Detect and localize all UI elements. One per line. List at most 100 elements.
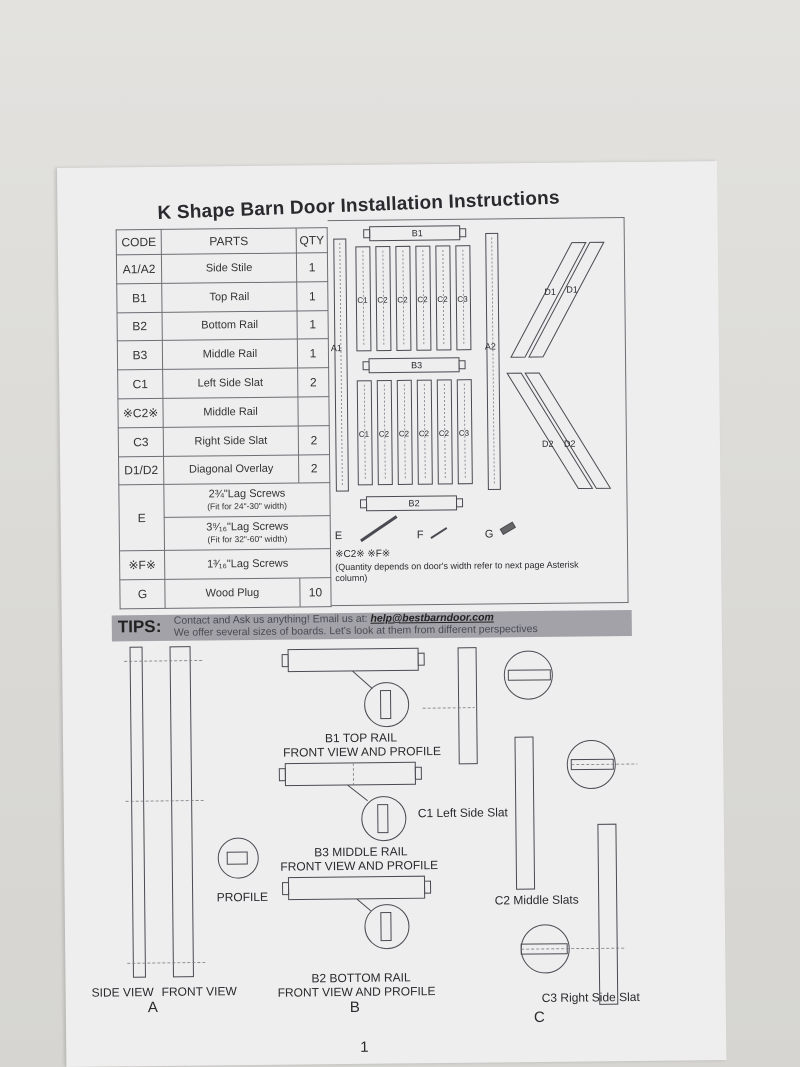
table-row: B1 Top Rail 1 — [116, 281, 329, 313]
diagonal-d2-shape — [506, 372, 594, 490]
diagram-label-d1: D1 — [544, 287, 556, 297]
stile-a2-shape — [485, 232, 501, 491]
section-c-label: C — [533, 1008, 545, 1027]
table-row: ※C2※ Middle Rail — [117, 396, 330, 428]
row-qty: 2 — [298, 454, 330, 484]
diagram-label-a1: A1 — [331, 343, 342, 353]
slat-c1-shape — [457, 647, 478, 765]
row-code: B2 — [117, 312, 163, 342]
stile-profile-circle — [217, 837, 259, 879]
diagram-label-c2: C2 — [419, 429, 430, 438]
row-qty: 2 — [297, 367, 329, 397]
row-code: A1/A2 — [116, 254, 162, 284]
profile-label: PROFILE — [216, 889, 269, 905]
screw-size-1-label: 2¾"Lag Screws — [208, 488, 286, 501]
exploded-door-diagram: B1 B3 B2 A1 A2 C1 C2 C2 C2 C2 C3 C1 C2 C… — [331, 225, 612, 583]
stile-a1-shape — [333, 238, 349, 492]
row-code: E — [118, 484, 165, 552]
tips-line-2: We offer several sizes of boards. Let's … — [173, 622, 538, 639]
b2-title-label: B2 BOTTOM RAIL — [311, 970, 411, 986]
screw-size-2-label: 3⁹⁄₁₆"Lag Screws — [206, 520, 289, 534]
diagram-label-a2: A2 — [485, 341, 496, 351]
slat-c3-shape — [597, 823, 619, 1005]
row-code: ※C2※ — [117, 398, 164, 428]
quantity-note-line-2: column) — [335, 573, 367, 583]
diagram-label-d1: D1 — [566, 285, 578, 295]
diagram-label-e: E — [335, 530, 342, 542]
diagram-label-c1: C1 — [357, 296, 368, 305]
stile-side-view-shape — [129, 646, 146, 978]
diagram-label-g: G — [485, 528, 494, 540]
table-row: C1 Left Side Slat 2 — [117, 367, 329, 399]
stile-front-view-shape — [169, 646, 194, 978]
row-part: Wood Plug — [164, 578, 301, 609]
quantity-note-line-1: (Quantity depends on door's width refer … — [335, 560, 579, 573]
row-code: C3 — [118, 427, 164, 457]
rail-b1-profile-circle — [364, 682, 410, 728]
diagram-label-c2: C2 — [399, 429, 410, 438]
row-code: D1/D2 — [118, 455, 164, 486]
row-part: Diagonal Overlay — [163, 454, 299, 485]
row-part: Bottom Rail — [162, 310, 298, 341]
diagram-label-c1: C1 — [359, 430, 370, 439]
table-row: ※F※ 1³⁄₁₆"Lag Screws — [119, 549, 331, 581]
row-qty: 1 — [296, 281, 329, 311]
table-row: C3 Right Side Slat 2 — [118, 425, 330, 457]
diagram-label-c2: C2 — [377, 296, 388, 305]
table-row: B3 Middle Rail 1 — [117, 339, 329, 371]
screw-size-2: 3⁹⁄₁₆"Lag Screws (Fit for 32"-60" width) — [164, 516, 331, 551]
c2-label: C2 Middle Slats — [494, 892, 579, 908]
page-number: 1 — [360, 1038, 369, 1056]
diagram-label-d2: D2 — [564, 439, 576, 449]
header-parts: PARTS — [161, 227, 297, 255]
row-part: Top Rail — [161, 281, 298, 313]
tips-label: TIPS — [117, 616, 156, 637]
row-qty: 2 — [298, 425, 330, 455]
row-part: Middle Rail — [162, 396, 299, 428]
row-qty: 1 — [296, 252, 328, 282]
table-row: A1/A2 Side Stile 1 — [116, 252, 328, 284]
b2-subtitle-label: FRONT VIEW AND PROFILE — [277, 984, 436, 1000]
quantity-note-title: ※C2※ ※F※ — [335, 549, 390, 561]
diagram-label-b1: B1 — [412, 228, 423, 238]
section-b-label: B — [349, 998, 360, 1016]
diagram-label-b2: B2 — [408, 498, 419, 508]
table-row: B2 Bottom Rail 1 — [117, 310, 329, 342]
c1-label: C1 Left Side Slat — [417, 805, 508, 821]
row-qty — [297, 396, 330, 426]
screw-size-1-note: (Fit for 24"-30" width) — [207, 500, 287, 512]
diagram-label-c2: C2 — [379, 430, 390, 439]
rail-b3-profile-circle — [361, 796, 407, 842]
row-code: ※F※ — [119, 550, 165, 581]
diagonal-d1-shape — [510, 241, 587, 358]
section-a-label: A — [147, 998, 158, 1017]
row-code: C1 — [117, 369, 163, 399]
row-part: 1³⁄₁₆"Lag Screws — [164, 549, 331, 580]
front-view-label: FRONT VIEW — [161, 984, 237, 999]
b3-title-label: B3 MIDDLE RAIL — [314, 844, 408, 860]
b1-title-label: B1 TOP RAIL — [324, 730, 398, 746]
header-code: CODE — [116, 229, 162, 255]
side-view-label: SIDE VIEW — [91, 985, 154, 1000]
row-part: Left Side Slat — [162, 368, 298, 399]
diagram-label-c2: C2 — [437, 295, 448, 304]
slat-c2-profile-circle — [566, 739, 616, 789]
table-row: G Wood Plug 10 — [119, 577, 332, 609]
rail-b2-profile-circle — [364, 904, 410, 950]
table-row: E 2¾"Lag Screws (Fit for 24"-30" width) — [118, 483, 331, 552]
b3-subtitle-label: FRONT VIEW AND PROFILE — [280, 858, 439, 874]
rail-b3-front-shape — [284, 761, 416, 787]
slat-c2-shape — [514, 736, 536, 890]
row-code: G — [119, 579, 166, 609]
row-part: Right Side Slat — [163, 425, 299, 456]
rail-b1-front-shape — [287, 647, 419, 673]
table-row: D1/D2 Diagonal Overlay 2 — [118, 454, 330, 486]
diagram-label-c2: C2 — [417, 295, 428, 304]
diagram-label-d2: D2 — [542, 439, 554, 449]
b1-subtitle-label: FRONT VIEW AND PROFILE — [283, 744, 442, 760]
row-part: Middle Rail — [162, 339, 298, 370]
header-qty: QTY — [296, 227, 328, 253]
diagram-label-f: F — [417, 529, 424, 541]
screw-size-2-note: (Fit for 32"-60" width) — [207, 533, 288, 545]
screw-size-1: 2¾"Lag Screws (Fit for 24"-30" width) — [163, 483, 331, 518]
